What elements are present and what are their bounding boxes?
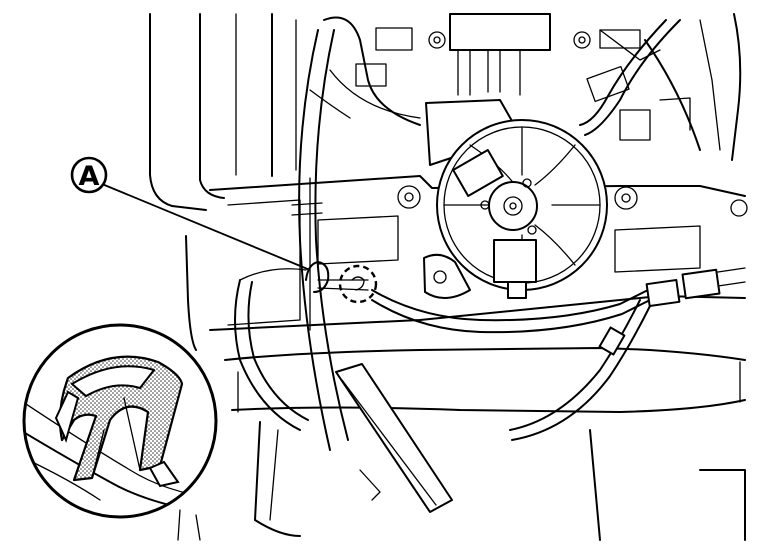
blower-motor-assembly: [423, 99, 608, 299]
clip-detail-inset: [22, 323, 218, 519]
callout-a-label: A: [79, 161, 100, 192]
clip-location: [305, 261, 378, 304]
wiring-harness: [234, 16, 746, 513]
callout-a: A: [70, 156, 108, 194]
callout-leader-line: [101, 183, 311, 271]
inset-border: [22, 323, 218, 519]
